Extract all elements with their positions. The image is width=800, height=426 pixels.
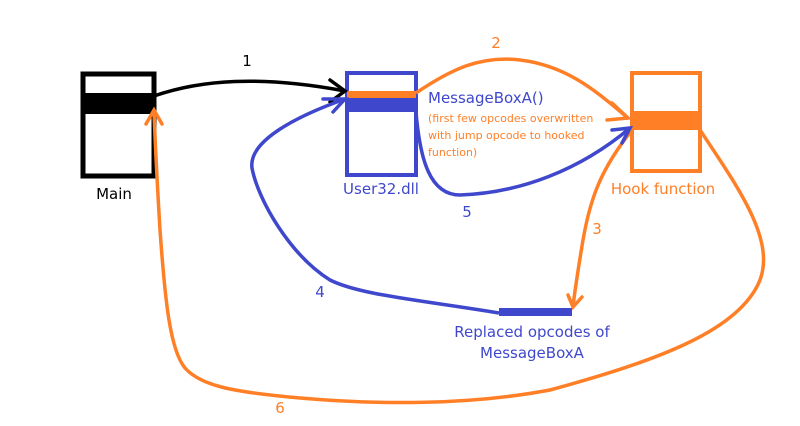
note-line-1: (first few opcodes overwritten (428, 112, 593, 125)
main-call-bar (83, 93, 154, 114)
user32-box (345, 71, 418, 177)
edge-3-path (571, 128, 634, 307)
messagebox-title: MessageBoxA() (428, 89, 544, 107)
edge-2-arrowhead (605, 101, 633, 122)
edge-2-path (415, 57, 630, 120)
edge-5-arrowhead (610, 125, 634, 145)
user32-opcode-bar (347, 98, 416, 112)
edge-1-path (153, 79, 346, 98)
note-line-3: function) (428, 146, 477, 159)
edge-4-path (250, 97, 500, 315)
user32-label: User32.dll (343, 180, 419, 198)
edge-5-path (414, 111, 632, 197)
edge-5: 5 (414, 111, 634, 221)
main-node: Main (80, 71, 157, 203)
edge-4-label: 4 (315, 283, 325, 301)
note-line-2: with jump opcode to hooked (428, 129, 585, 142)
replaced-label-line-1: Replaced opcodes of (454, 323, 610, 341)
replaced-opcodes-node: Replaced opcodes of MessageBoxA (454, 308, 610, 362)
edge-6-arrowhead (144, 106, 164, 126)
edge-3-label: 3 (592, 220, 602, 238)
edge-2: 2 (415, 34, 633, 122)
user32-jump-bar (347, 91, 416, 98)
edge-3-arrowhead (566, 293, 584, 311)
user32-node: User32.dll (343, 71, 419, 198)
edge-4: 4 (250, 97, 500, 315)
messagebox-annotation: MessageBoxA() (first few opcodes overwri… (428, 89, 593, 159)
hook-entry-bar (632, 111, 700, 130)
edge-2-label: 2 (491, 34, 501, 52)
replaced-opcodes-bar (499, 308, 572, 316)
main-label: Main (96, 185, 132, 203)
hook-label: Hook function (611, 180, 715, 198)
edge-4-arrowhead (321, 97, 349, 114)
edge-6-path (152, 109, 766, 405)
edge-5-label: 5 (462, 203, 472, 221)
edge-3: 3 (566, 128, 634, 311)
edge-1: 1 (153, 52, 348, 104)
replaced-label-line-2: MessageBoxA (480, 344, 585, 362)
edge-1-label: 1 (242, 52, 252, 70)
hook-node: Hook function (611, 71, 715, 198)
edge-6: 6 (144, 106, 766, 417)
main-box (80, 71, 157, 179)
edge-6-label: 6 (275, 399, 285, 417)
